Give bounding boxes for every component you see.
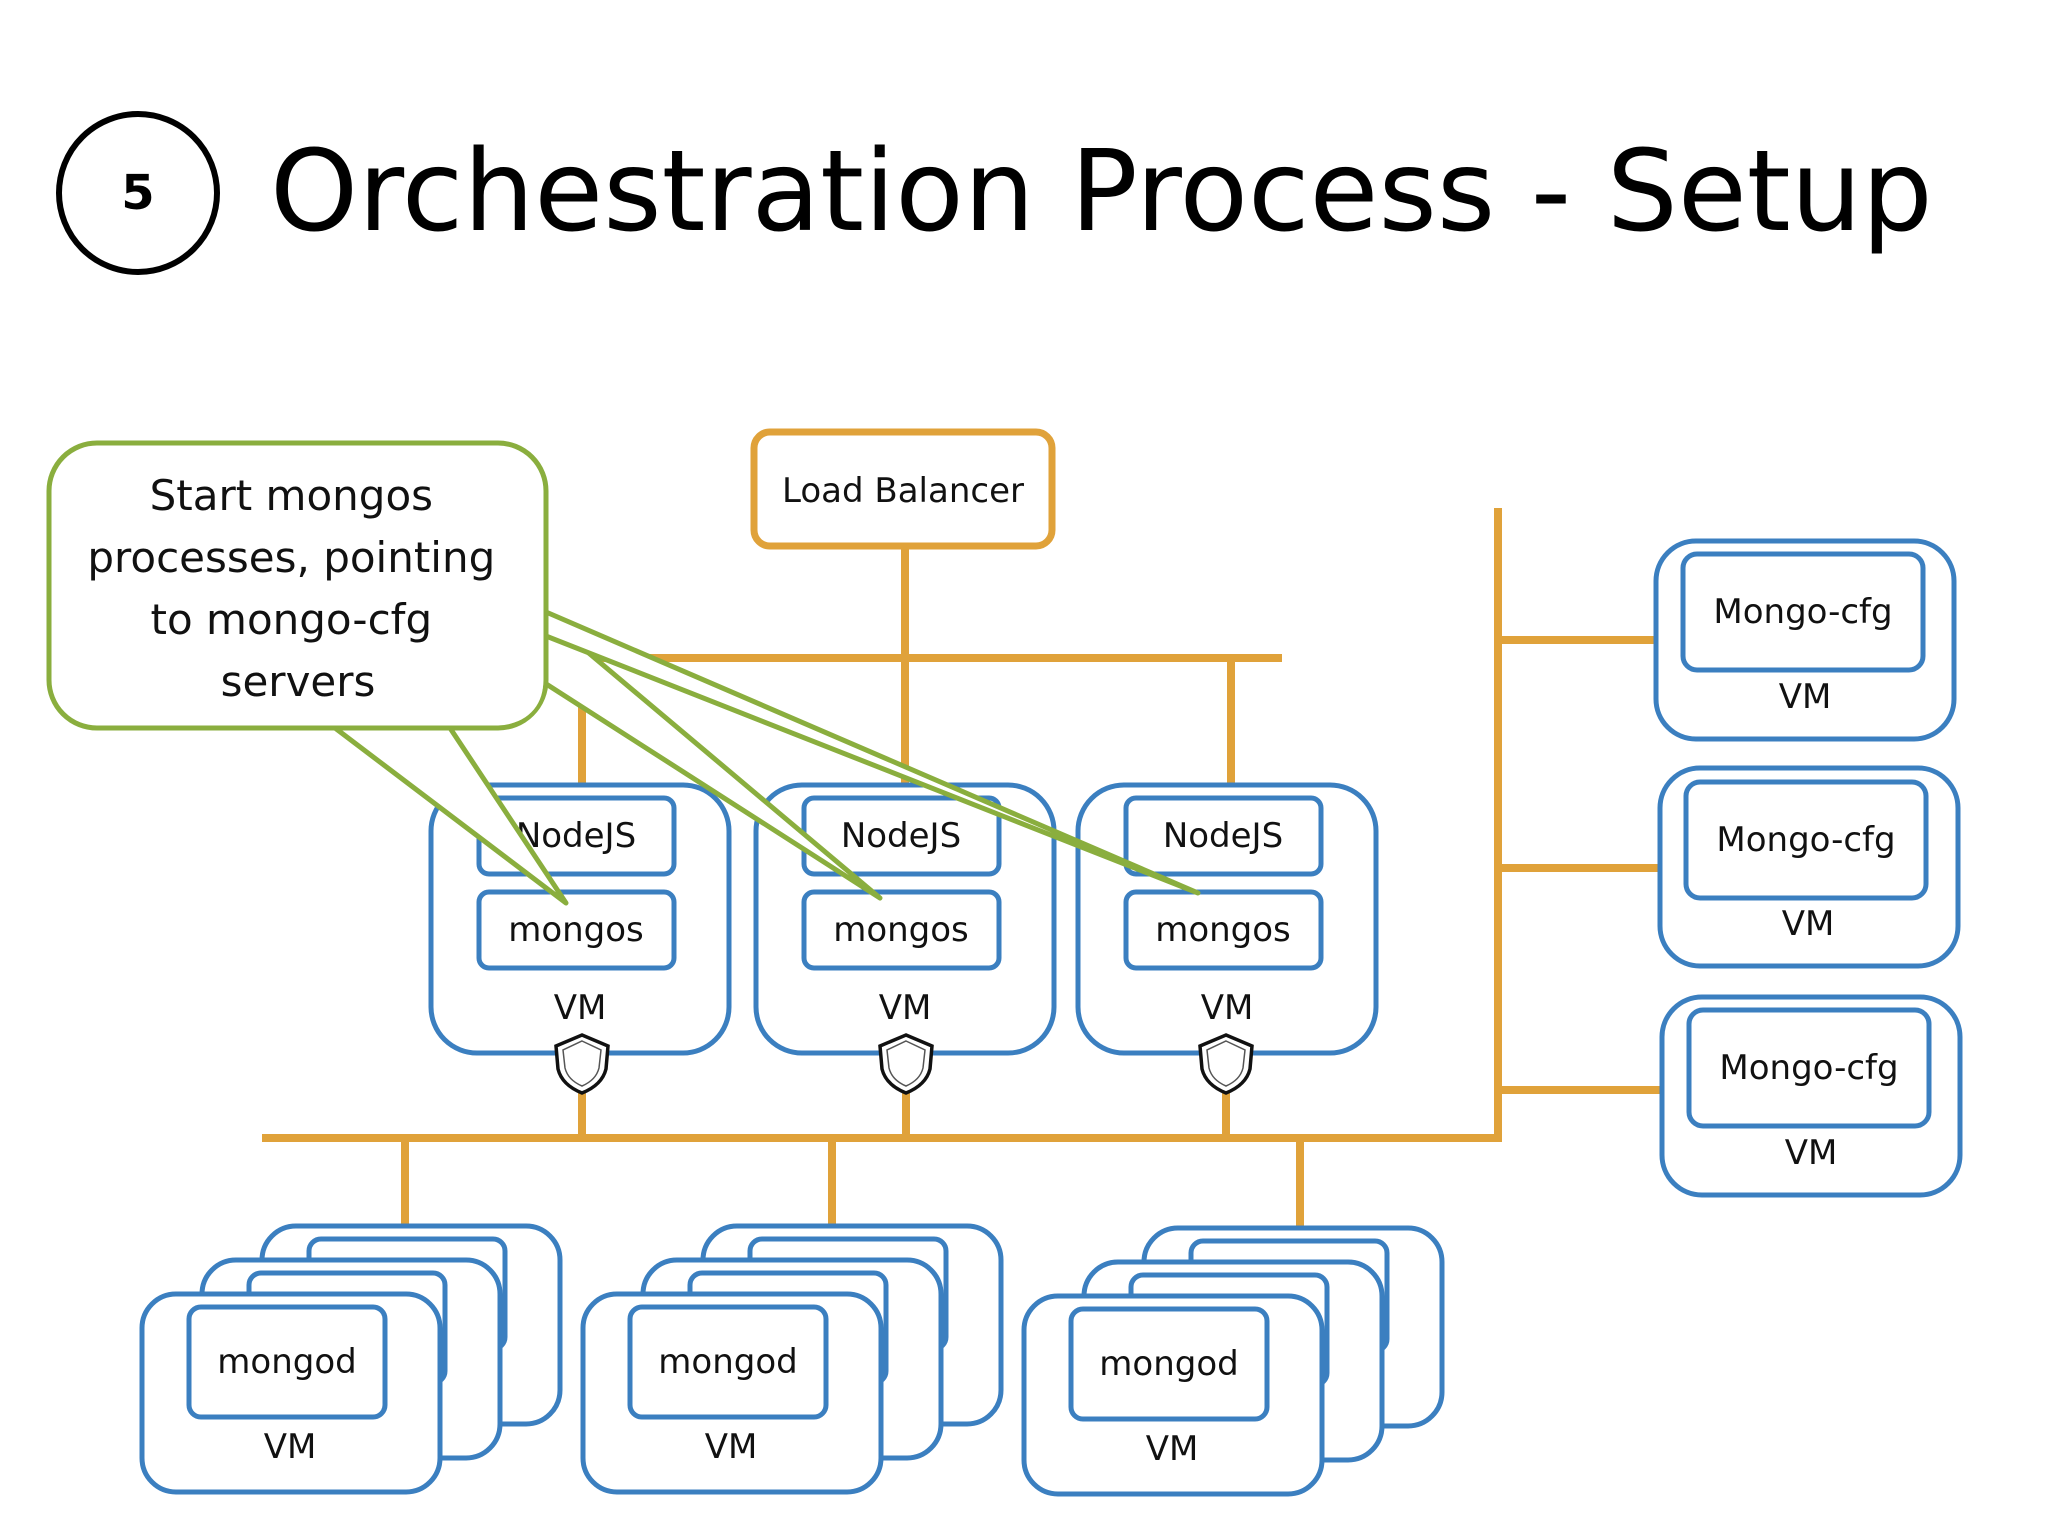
shard-stack-2: mongod VM — [580, 1223, 1004, 1495]
mongos-label: mongos — [1155, 910, 1291, 950]
mongod-label: mongod — [1099, 1344, 1238, 1384]
config-server-3: Mongo-cfg VM — [1659, 994, 1963, 1198]
load-balancer: Load Balancer — [750, 428, 1056, 550]
vm-label: VM — [1785, 1133, 1838, 1173]
callout-line-1: Start mongos — [150, 471, 433, 520]
shield-icon — [554, 1033, 610, 1095]
mongod-box — [627, 1304, 829, 1420]
app-server-2: NodeJS mongos VM — [753, 782, 1057, 1056]
load-balancer-label: Load Balancer — [782, 471, 1024, 511]
mongod-box — [186, 1304, 388, 1420]
nodejs-label: NodeJS — [1163, 816, 1283, 856]
mongod-label: mongod — [217, 1342, 356, 1382]
firewalls — [554, 1033, 1254, 1095]
app-server-3: NodeJS mongos VM — [1075, 782, 1379, 1056]
mongos-box — [801, 889, 1002, 971]
load-balancer-box — [750, 428, 1056, 550]
vm-label: VM — [554, 988, 607, 1028]
vm-label: VM — [879, 988, 932, 1028]
step-number-circle — [56, 111, 220, 275]
config-server-2: Mongo-cfg VM — [1657, 765, 1961, 969]
mongo-cfg-label: Mongo-cfg — [1719, 1048, 1898, 1088]
nodejs-box — [1123, 795, 1324, 877]
shield-icon — [1198, 1033, 1254, 1095]
callout-line-3: to mongo-cfg — [151, 595, 433, 644]
mongos-label: mongos — [508, 910, 644, 950]
mongod-box — [1068, 1306, 1270, 1422]
vm-label: VM — [1146, 1429, 1199, 1469]
mongo-cfg-label: Mongo-cfg — [1716, 820, 1895, 860]
vm-label: VM — [1779, 677, 1832, 717]
shard-stack-1: mongod VM — [139, 1223, 563, 1495]
vm-label: VM — [1201, 988, 1254, 1028]
page-title: Orchestration Process - Setup — [270, 127, 1933, 257]
mongos-label: mongos — [833, 910, 969, 950]
step-number: 5 — [121, 165, 154, 221]
callout-line-4: servers — [221, 657, 376, 706]
mongos-box — [476, 889, 677, 971]
vm-label: VM — [1782, 904, 1835, 944]
callout: Start mongos processes, pointing to mong… — [46, 440, 1201, 906]
config-server-1: Mongo-cfg VM — [1653, 538, 1957, 742]
vm-label: VM — [264, 1427, 317, 1467]
mongod-label: mongod — [658, 1342, 797, 1382]
nodejs-label: NodeJS — [516, 816, 636, 856]
header: 5 Orchestration Process - Setup — [56, 111, 1933, 275]
mongo-cfg-label: Mongo-cfg — [1713, 592, 1892, 632]
callout-text: Start mongos processes, pointing to mong… — [87, 471, 508, 706]
mongo-cfg-box — [1686, 1007, 1932, 1129]
nodejs-label: NodeJS — [841, 816, 961, 856]
shield-icon — [878, 1033, 934, 1095]
mongos-box — [1123, 889, 1324, 971]
vm-label: VM — [705, 1427, 758, 1467]
callout-line-2: processes, pointing — [87, 533, 495, 582]
shard-stack-3: mongod VM — [1021, 1225, 1445, 1497]
callout-bubble-fill — [60, 454, 543, 724]
mongo-cfg-box — [1680, 551, 1926, 673]
mongo-cfg-box — [1683, 779, 1929, 901]
